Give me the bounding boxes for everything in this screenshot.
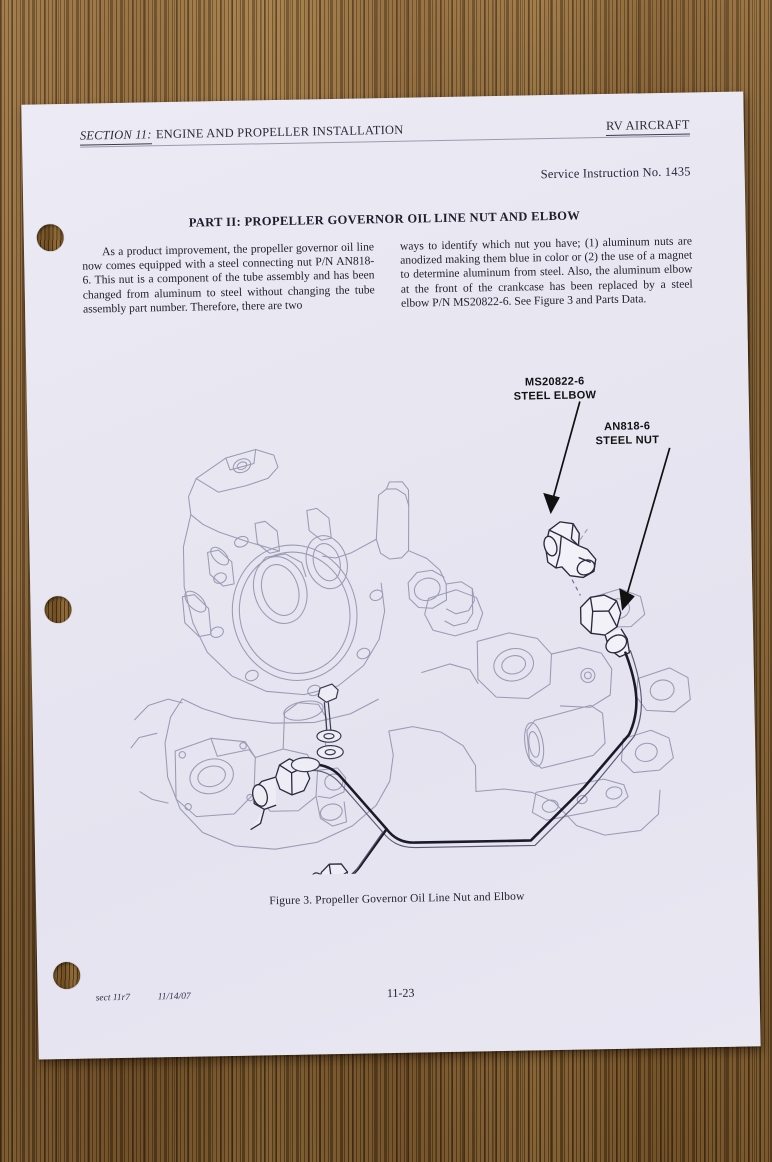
figure-caption: Figure 3. Propeller Governor Oil Line Nu… [269,890,525,908]
callout-steel-elbow: MS20822-6 STEEL ELBOW [513,375,597,403]
steel-nut-fitting [579,594,631,658]
service-instruction-number: Service Instruction No. 1435 [540,164,691,182]
oil-line-tube [288,650,642,879]
footer-page-number: 11-23 [386,985,415,1001]
bolt-washer-stack [290,683,344,773]
body-paragraph-left: As a product improvement, the propeller … [82,240,375,316]
part-title: PART II: PROPELLER GOVERNOR OIL LINE NUT… [188,208,581,230]
paper-sheet: SECTION 11: ENGINE AND PROPELLER INSTALL… [21,91,761,1060]
steel-elbow-fitting [543,521,597,579]
leader-line-elbow [543,401,581,515]
engine-crankcase-line-art [130,448,691,850]
leader-line-nut [619,447,671,611]
punch-hole-bottom [53,961,81,990]
header-publisher: RV AIRCRAFT [605,117,690,136]
page-footer: sect 11r7 11/14/07 11-23 [96,982,706,1009]
punch-hole-middle [44,595,72,624]
header-section-label: SECTION 11: [79,127,152,146]
body-text: As a product improvement, the propeller … [82,234,693,316]
callout-steel-nut: AN818-6 STEEL NUT [595,420,660,447]
body-paragraph-right: ways to identify which nut you have; (1)… [399,234,693,310]
assembly-alignment-line [571,579,581,596]
header-section-title: ENGINE AND PROPELLER INSTALLATION [155,122,404,142]
tube-end-nut [311,863,349,879]
figure-3-illustration: MS20822-6 STEEL ELBOW AN818-6 STEEL NUT [76,337,711,879]
body-column-right: ways to identify which nut you have; (1)… [400,234,693,310]
page-header: SECTION 11: ENGINE AND PROPELLER INSTALL… [79,117,691,150]
body-column-left: As a product improvement, the propeller … [82,240,375,316]
